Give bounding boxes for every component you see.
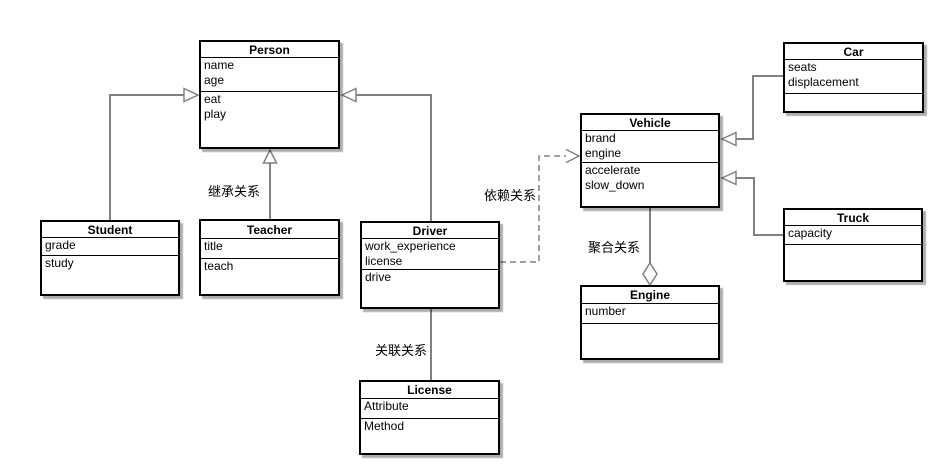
method-row: play (204, 107, 227, 121)
edge-label-association[interactable]: 关联关系 (374, 343, 429, 358)
attribute-row: number (585, 304, 626, 318)
class-car-attributes: seats displacement (785, 60, 922, 94)
class-vehicle-attributes: brand engine (582, 131, 718, 163)
class-truck[interactable]: Truck capacity (783, 208, 923, 282)
class-license[interactable]: License Attribute Method (359, 380, 500, 455)
class-teacher-title: Teacher (201, 221, 338, 239)
class-person-methods: eat play (201, 92, 338, 122)
class-teacher[interactable]: Teacher title teach (199, 219, 340, 296)
class-engine-attributes: number (582, 304, 718, 324)
class-person-title: Person (201, 42, 338, 58)
class-student-methods: study (42, 256, 178, 271)
attribute-row: seats (788, 60, 817, 74)
edge-label-aggregation[interactable]: 聚合关系 (587, 240, 642, 255)
class-person[interactable]: Person name age eat play (199, 40, 340, 149)
class-license-title: License (361, 382, 498, 399)
inheritance-arrow-icon (720, 170, 737, 186)
class-vehicle[interactable]: Vehicle brand engine accelerate slow_dow… (580, 113, 720, 208)
attribute-row: title (204, 239, 223, 253)
attribute-row: age (204, 73, 225, 87)
attribute-row: name (204, 58, 235, 72)
class-student-title: Student (42, 222, 178, 238)
class-person-attributes: name age (201, 58, 338, 92)
edge-truck-vehicle-inheritance[interactable] (720, 170, 783, 236)
class-driver-attributes: work_experience license (362, 239, 498, 270)
edge-driver-vehicle-dependency[interactable] (500, 148, 581, 263)
method-row: drive (365, 270, 392, 284)
method-row: accelerate (585, 163, 641, 177)
inheritance-arrow-icon (262, 148, 278, 164)
class-vehicle-methods: accelerate slow_down (582, 163, 718, 193)
attribute-row: license (365, 254, 403, 268)
method-row: study (45, 256, 74, 270)
method-row: slow_down (585, 178, 645, 192)
edge-label-dependency[interactable]: 依赖关系 (483, 188, 538, 203)
attribute-row: capacity (788, 226, 833, 240)
inheritance-arrow-icon (183, 87, 200, 103)
class-license-attributes: Attribute (361, 399, 498, 419)
dependency-arrow-icon (565, 148, 581, 164)
edge-teacher-person-inheritance[interactable] (262, 148, 278, 219)
attribute-row: brand (585, 131, 616, 145)
class-car-title: Car (785, 44, 922, 60)
class-driver-title: Driver (362, 223, 498, 239)
inheritance-arrow-icon (720, 131, 737, 147)
class-car[interactable]: Car seats displacement (783, 42, 924, 113)
attribute-row: Attribute (364, 399, 409, 413)
inheritance-arrow-icon (340, 87, 357, 103)
class-truck-attributes: capacity (785, 226, 921, 245)
edge-student-person-inheritance[interactable] (109, 87, 200, 221)
edge-label-inheritance[interactable]: 继承关系 (207, 184, 262, 199)
aggregation-diamond-icon (642, 261, 658, 287)
class-driver[interactable]: Driver work_experience license drive (360, 221, 500, 309)
edge-driver-person-inheritance[interactable] (340, 87, 432, 222)
class-student-attributes: grade (42, 238, 178, 256)
class-driver-methods: drive (362, 270, 498, 285)
class-engine[interactable]: Engine number (580, 285, 720, 360)
edge-car-vehicle-inheritance[interactable] (720, 75, 783, 147)
class-engine-title: Engine (582, 287, 718, 304)
attribute-row: engine (585, 146, 622, 160)
class-license-methods: Method (361, 419, 498, 434)
attribute-row: work_experience (365, 239, 456, 253)
edge-vehicle-engine-aggregation[interactable] (642, 208, 658, 287)
attribute-row: displacement (788, 75, 859, 89)
class-truck-title: Truck (785, 210, 921, 226)
class-teacher-attributes: title (201, 239, 338, 259)
method-row: teach (204, 259, 234, 273)
class-teacher-methods: teach (201, 259, 338, 274)
class-vehicle-title: Vehicle (582, 115, 718, 131)
class-student[interactable]: Student grade study (40, 220, 180, 296)
method-row: eat (204, 92, 221, 106)
method-row: Method (364, 419, 405, 433)
attribute-row: grade (45, 238, 76, 252)
